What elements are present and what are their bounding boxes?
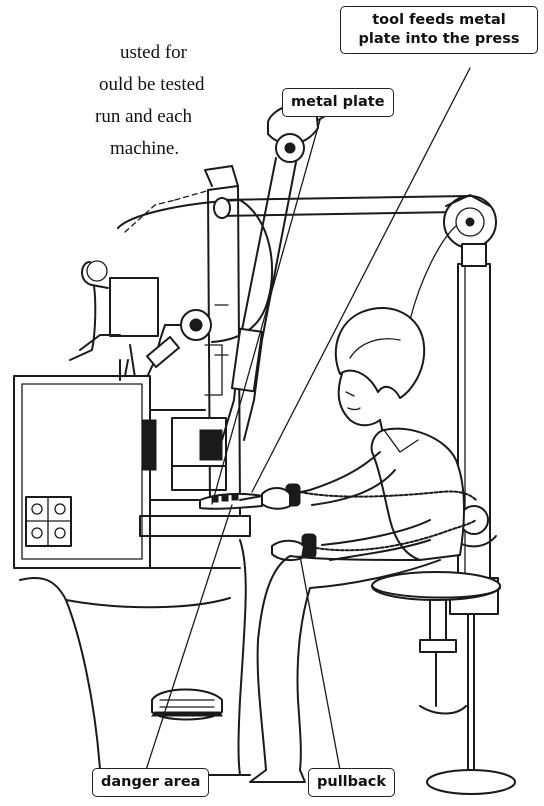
leader-danger-area [146, 505, 232, 770]
label-metal-plate: metal plate [282, 88, 394, 117]
label-danger-area: danger area [92, 768, 209, 797]
label-metal-plate-text: metal plate [291, 94, 385, 110]
label-tool-feeds: tool feeds metal plate into the press [340, 6, 538, 54]
leader-metal-plate [212, 120, 320, 504]
label-tool-feeds-text: tool feeds metal plate into the press [359, 12, 520, 47]
label-pullback-text: pullback [317, 774, 386, 790]
label-pullback: pullback [308, 768, 395, 797]
label-danger-area-text: danger area [101, 774, 200, 790]
press-machine [14, 166, 272, 775]
